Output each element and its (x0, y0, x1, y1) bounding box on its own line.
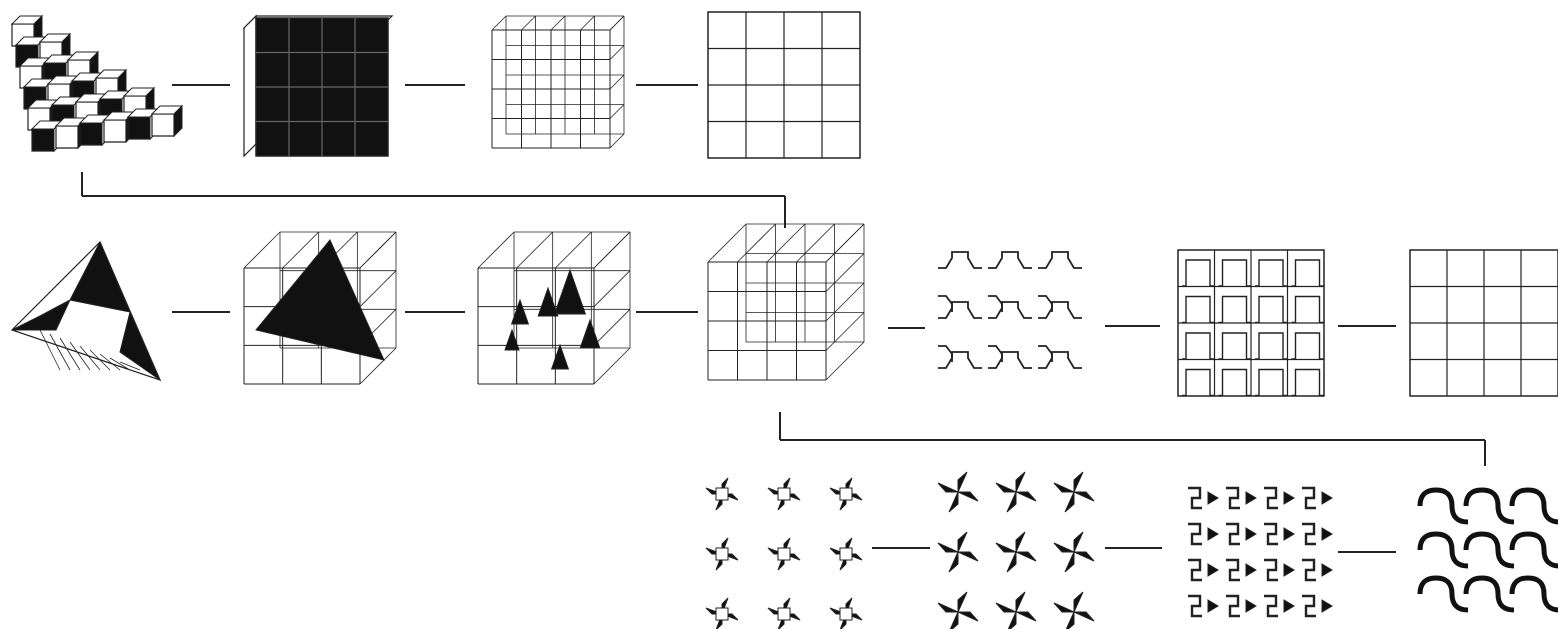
plain-grid-tile (1409, 249, 1558, 397)
ornament-tiling-tile (1188, 486, 1333, 618)
staircase-cubes-tile (10, 14, 184, 153)
connector-lines (81, 84, 1486, 553)
ornament-tiling-icon (1188, 486, 1333, 618)
row-1 (10, 11, 861, 159)
pyramid-in-cube-icon (243, 231, 397, 385)
peano-in-grid-tile (1177, 249, 1325, 397)
wire-block-icon (491, 15, 625, 149)
star-tiling-icon (705, 477, 863, 629)
row-2 (10, 223, 1558, 397)
peano-in-grid-icon (1177, 249, 1325, 397)
small-pyramids-in-cube-tile (477, 231, 631, 385)
row-3 (705, 471, 1558, 629)
wire-cube-tile (707, 223, 865, 381)
small-pyramids-in-cube-icon (477, 231, 631, 385)
peano-curve-tile (938, 251, 1082, 369)
flat-grid-icon (707, 11, 861, 159)
dense-star-tiling-icon (937, 471, 1095, 629)
plain-grid-icon (1409, 249, 1558, 397)
wire-cube-icon (707, 223, 865, 381)
wire-block-tile (491, 15, 625, 149)
staircase-cubes-icon (10, 14, 184, 153)
sierpinski-pyramid-icon (10, 240, 162, 382)
peano-curve-icon (938, 251, 1082, 369)
star-tiling-tile (705, 477, 863, 629)
curved-tiling-tile (1417, 487, 1558, 613)
solid-block-icon (242, 14, 394, 158)
curved-tiling-icon (1417, 487, 1558, 613)
dense-star-tiling-tile (937, 471, 1095, 629)
solid-block-tile (242, 14, 394, 158)
pyramid-in-cube-tile (243, 231, 397, 385)
flat-grid-tile (707, 11, 861, 159)
sierpinski-pyramid-tile (10, 240, 162, 382)
